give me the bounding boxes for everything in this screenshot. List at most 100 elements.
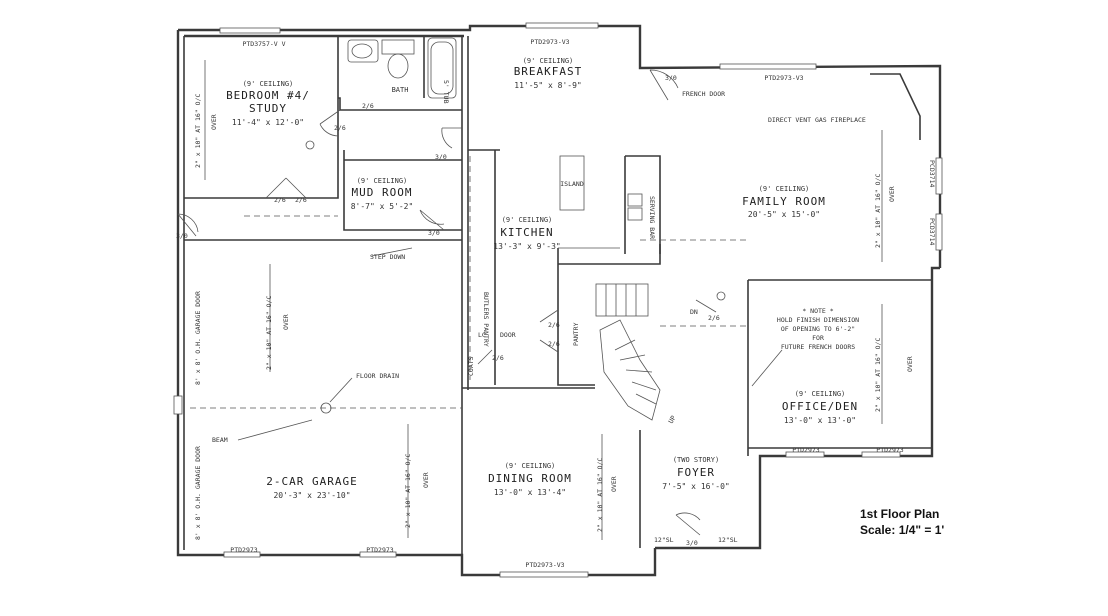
door-text-label: DOOR xyxy=(500,331,516,339)
butlers-pantry-label: BUTLERS PANTRY xyxy=(482,292,490,347)
dining-ceiling: (9' CEILING) xyxy=(505,462,556,470)
island-icon xyxy=(559,155,585,211)
window-label: PCD3714 xyxy=(928,160,936,187)
note-line4: FUTURE FRENCH DOORS xyxy=(781,343,855,351)
joist-arrows xyxy=(204,60,883,540)
french-door-icon xyxy=(649,69,679,101)
room-mudroom: (9' CEILING) MUD ROOM 8'-7" x 5'-2" xyxy=(351,177,414,211)
french-door-note: * NOTE * HOLD FINISH DIMENSION OF OPENIN… xyxy=(777,307,859,351)
exterior-walls xyxy=(176,24,942,577)
pantry-label: PANTRY xyxy=(572,322,580,346)
door-label: 3/0 xyxy=(686,539,698,547)
stairs xyxy=(595,283,661,421)
joist-label: 2" x 10" AT 16" O/C xyxy=(194,94,202,168)
window-label: PTD2973 xyxy=(366,546,393,554)
toilet-icon xyxy=(387,53,409,79)
window-label: PTD2973 xyxy=(230,546,257,554)
foyer-dims: 7'-5" x 16'-0" xyxy=(662,482,729,491)
door-label: 2/6 xyxy=(492,354,504,362)
family-dims: 20'-5" x 15'-0" xyxy=(748,210,820,219)
french-door-label: FRENCH DOOR xyxy=(682,90,725,98)
garage-door-label: 8' x 8' O.H. GARAGE DOOR xyxy=(194,291,202,385)
joist-label: 2" x 10" AT 16" O/C xyxy=(874,338,882,412)
joist-over-label: OVER xyxy=(282,314,290,330)
room-bedroom: (9' CEILING) BEDROOM #4/ STUDY 11'-4" x … xyxy=(226,80,310,127)
bedroom-ceiling: (9' CEILING) xyxy=(243,80,294,88)
joist-over-label: OVER xyxy=(610,476,618,492)
room-foyer: (TWO STORY) FOYER 7'-5" x 16'-0" xyxy=(662,456,729,491)
joist-label: 2" x 10" AT 16" O/C xyxy=(874,174,882,248)
door-label: 3/0 xyxy=(665,74,677,82)
door-label: 2/6 xyxy=(548,321,560,329)
sidelight-label: 12"SL xyxy=(654,536,674,544)
joist-label: 2" x 10" AT 16" O/C xyxy=(596,458,604,532)
joist-over-label: OVER xyxy=(906,356,914,372)
office-ceiling: (9' CEILING) xyxy=(795,390,846,398)
garage-dims: 20'-3" x 23'-10" xyxy=(273,491,350,500)
kitchen-sink-icon xyxy=(627,193,643,207)
door-label: 2/6 xyxy=(708,314,720,322)
bedroom-dims: 11'-4" x 12'-0" xyxy=(232,118,304,127)
room-dining: (9' CEILING) DINING ROOM 13'-0" x 13'-4" xyxy=(488,462,572,497)
room-garage: 2-CAR GARAGE 20'-3" x 23'-10" xyxy=(266,475,357,500)
kitchen-ceiling: (9' CEILING) xyxy=(502,216,553,224)
garage-name: 2-CAR GARAGE xyxy=(266,475,357,488)
bedroom-name-line1: BEDROOM #4/ xyxy=(226,89,310,102)
tub-label: 5' TUB xyxy=(442,80,450,104)
door-label: 2/6 xyxy=(334,124,346,132)
window-label: PTD2973 xyxy=(876,446,903,454)
door-label: 2/6 xyxy=(548,340,560,348)
dining-name: DINING ROOM xyxy=(488,472,572,485)
annotations: PTD3757-V V PTD2973-V3 PTD2973-V3 PTD297… xyxy=(176,38,936,569)
step-down-label: STEP DOWN xyxy=(370,253,405,261)
window-label: PCD3714 xyxy=(928,218,936,245)
plan-title: 1st Floor Plan Scale: 1/4" = 1' xyxy=(860,507,944,537)
lc-label: LC xyxy=(478,331,486,339)
sidelight-label: 12"SL xyxy=(718,536,738,544)
window-label: PTD2973-V3 xyxy=(764,74,803,82)
office-name: OFFICE/DEN xyxy=(782,400,858,413)
dining-dims: 13'-0" x 13'-4" xyxy=(494,488,566,497)
door-label: 2/6 xyxy=(274,196,286,204)
room-office: (9' CEILING) OFFICE/DEN 13'-0" x 13'-0" xyxy=(782,390,858,425)
family-name: FAMILY ROOM xyxy=(742,195,826,208)
ceiling-fixture-icon xyxy=(716,291,726,301)
interior-walls xyxy=(184,36,932,555)
fireplace-label: DIRECT VENT GAS FIREPLACE xyxy=(768,116,866,124)
door-label: 2/6 xyxy=(362,102,374,110)
door-label: 2/6 xyxy=(295,196,307,204)
joist-label: 2" x 10" AT 16" O/C xyxy=(404,454,412,528)
office-dims: 13'-0" x 13'-0" xyxy=(784,416,856,425)
family-ceiling: (9' CEILING) xyxy=(759,185,810,193)
windows xyxy=(173,22,943,578)
note-line1: HOLD FINISH DIMENSION xyxy=(777,316,859,324)
joist-over-label: OVER xyxy=(422,472,430,488)
window-label: PTD2973-V3 xyxy=(530,38,569,46)
kitchen-dims: 13'-3" x 9'-3" xyxy=(493,242,560,251)
breakfast-name: BREAKFAST xyxy=(514,65,583,78)
mudroom-ceiling: (9' CEILING) xyxy=(357,177,408,185)
foyer-ceiling: (TWO STORY) xyxy=(673,456,719,464)
island-label: ISLAND xyxy=(560,180,584,188)
breakfast-ceiling: (9' CEILING) xyxy=(523,57,574,65)
plan-title-line1: 1st Floor Plan xyxy=(860,507,939,521)
note-line3: FOR xyxy=(812,334,824,342)
window-label: PTD2973 xyxy=(792,446,819,454)
mudroom-dims: 8'-7" x 5'-2" xyxy=(351,202,414,211)
floor-drain-label: FLOOR DRAIN xyxy=(356,372,399,380)
joist-label: 2" x 10" AT 16" O/C xyxy=(265,296,273,370)
room-family: (9' CEILING) FAMILY ROOM 20'-5" x 15'-0" xyxy=(742,185,826,219)
breakfast-dims: 11'-5" x 8'-9" xyxy=(514,81,581,90)
note-line2: OF OPENING TO 6'-2" xyxy=(781,325,855,333)
coats-label: COATS xyxy=(467,356,475,376)
serving-bar-label: SERVING BAR xyxy=(648,196,656,239)
bedroom-name-line2: STUDY xyxy=(249,102,287,115)
joist-over-label: OVER xyxy=(888,186,896,202)
garage-door-label: 8' x 8' O.H. GARAGE DOOR xyxy=(194,446,202,540)
joist-over-label: OVER xyxy=(210,114,218,130)
beam-label: BEAM xyxy=(212,436,228,444)
bathtub-icon xyxy=(427,37,457,99)
foyer-name: FOYER xyxy=(677,466,715,479)
room-breakfast: (9' CEILING) BREAKFAST 11'-5" x 8'-9" xyxy=(514,57,583,90)
